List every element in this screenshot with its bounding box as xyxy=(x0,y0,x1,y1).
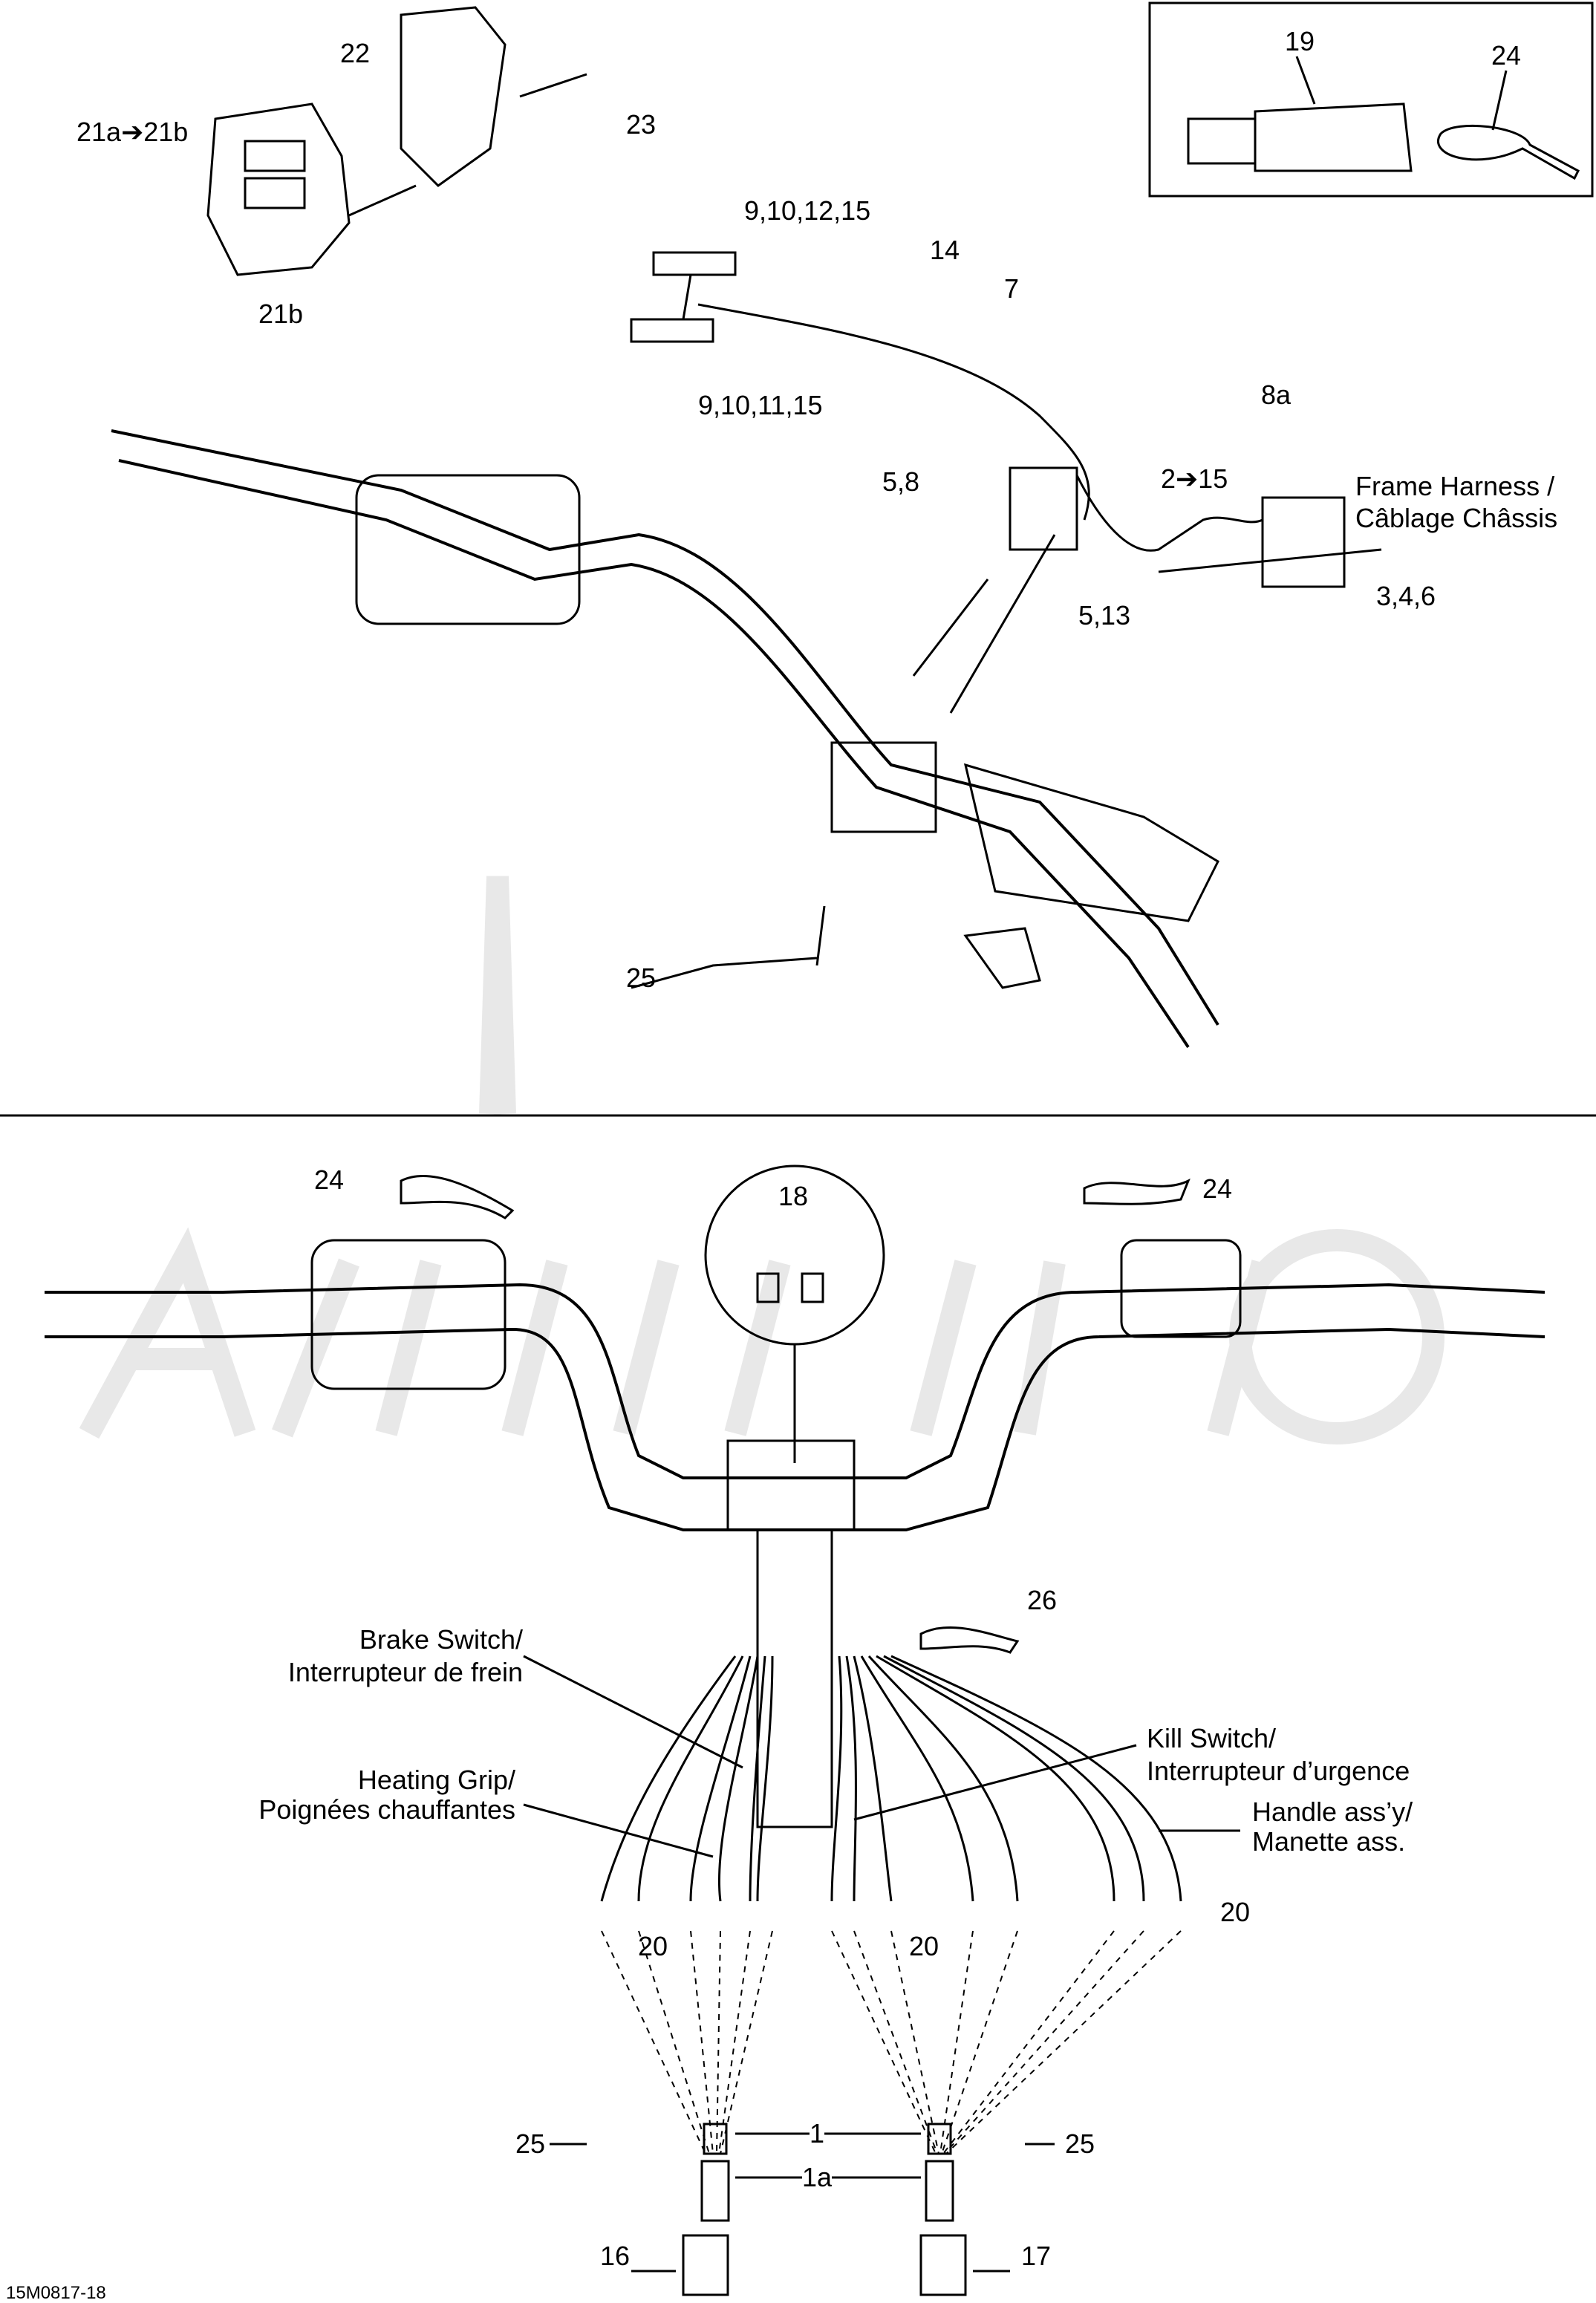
label-18: 18 xyxy=(778,1181,809,1211)
label-9-10-11-15: 9,10,11,15 xyxy=(698,390,823,420)
sleeve-right xyxy=(925,2160,954,2222)
brake-switch-label-fr: Interrupteur de frein xyxy=(287,1657,523,1687)
handlebar-lower xyxy=(45,1283,1545,1479)
cable-tie-24-left xyxy=(400,1175,515,1219)
label-5-13: 5,13 xyxy=(1078,600,1131,631)
label-20-middle: 20 xyxy=(909,1931,939,1961)
handlebar-upper xyxy=(111,429,1219,1026)
label-25-top: 25 xyxy=(626,962,657,993)
riser-clamp xyxy=(726,1439,856,1531)
left-switch-assembly xyxy=(355,474,581,625)
label-1: 1 xyxy=(810,2118,825,2149)
right-switch-lower xyxy=(1120,1239,1242,1338)
label-23: 23 xyxy=(626,109,657,140)
connector-5-8 xyxy=(1009,466,1078,551)
connector-8a xyxy=(1261,496,1346,588)
label-21b: 21b xyxy=(258,299,304,329)
connector-bottom xyxy=(630,318,714,343)
sleeve-left xyxy=(700,2160,730,2222)
sleeve-left-small xyxy=(703,2123,728,2155)
heating-grip-label-fr: Poignées chauffantes xyxy=(258,1794,515,1825)
label-19: 19 xyxy=(1285,26,1315,56)
cable-tie-24-right xyxy=(1083,1178,1191,1205)
handle-assy-label-fr: Manette ass. xyxy=(1252,1826,1406,1857)
label-21a-21b: 21a➔21b xyxy=(76,117,189,147)
label-20-left: 20 xyxy=(638,1931,668,1961)
steering-column xyxy=(756,1528,833,1828)
label-7: 7 xyxy=(1004,273,1020,304)
label-5-8: 5,8 xyxy=(882,466,920,497)
label-20-right: 20 xyxy=(1220,1897,1251,1927)
left-switch-lower xyxy=(310,1239,507,1390)
switch-housing-cover xyxy=(400,6,507,187)
sleeve-right-small xyxy=(927,2123,952,2155)
label-25-right: 25 xyxy=(1065,2128,1095,2159)
label-26: 26 xyxy=(1027,1585,1058,1615)
cable-tie-26 xyxy=(919,1626,1020,1654)
label-14: 14 xyxy=(930,235,960,265)
heating-grip-label: Heating Grip/ xyxy=(357,1765,515,1795)
dashed-connections xyxy=(601,1930,1182,2154)
housing-16 xyxy=(682,2234,729,2296)
bar-clamp xyxy=(830,741,937,833)
label-3-4-6: 3,4,6 xyxy=(1376,581,1436,611)
harness-14 xyxy=(682,274,1090,521)
label-24-left: 24 xyxy=(314,1164,345,1195)
cable-tie-inset xyxy=(1437,124,1580,180)
switch-housing xyxy=(206,102,351,276)
label-8a: 8a xyxy=(1261,380,1292,410)
label-25-left: 25 xyxy=(515,2128,546,2159)
kill-switch-label-fr: Interrupteur d’urgence xyxy=(1147,1756,1410,1786)
frame-harness-label-fr: Câblage Châssis xyxy=(1355,503,1558,533)
handle-assy-label: Handle ass’y/ xyxy=(1252,1797,1413,1827)
brake-switch-label: Brake Switch/ xyxy=(359,1624,523,1655)
grease-tube-cap xyxy=(1187,117,1257,165)
wire-bundle xyxy=(600,1655,1182,1902)
kill-switch-label: Kill Switch/ xyxy=(1147,1723,1277,1753)
throttle-housing xyxy=(963,763,1219,922)
label-17: 17 xyxy=(1021,2241,1052,2271)
label-16: 16 xyxy=(600,2241,631,2271)
connector-top xyxy=(652,251,737,276)
inset-box xyxy=(1148,1,1594,198)
label-1a: 1a xyxy=(802,2162,833,2192)
label-24-inset: 24 xyxy=(1491,40,1522,71)
cable-tie-25-top xyxy=(631,957,818,989)
label-9-10-12-15: 9,10,12,15 xyxy=(744,195,871,226)
label-2-15: 2➔15 xyxy=(1161,463,1228,494)
frame-harness-label: Frame Harness / xyxy=(1355,471,1555,501)
label-22: 22 xyxy=(340,38,371,68)
grease-tube xyxy=(1254,102,1413,172)
figure-code: 15M0817-18 xyxy=(6,2283,106,2303)
housing-17 xyxy=(919,2234,967,2296)
label-24-right: 24 xyxy=(1202,1173,1233,1204)
watermark-logo xyxy=(79,876,1444,1444)
